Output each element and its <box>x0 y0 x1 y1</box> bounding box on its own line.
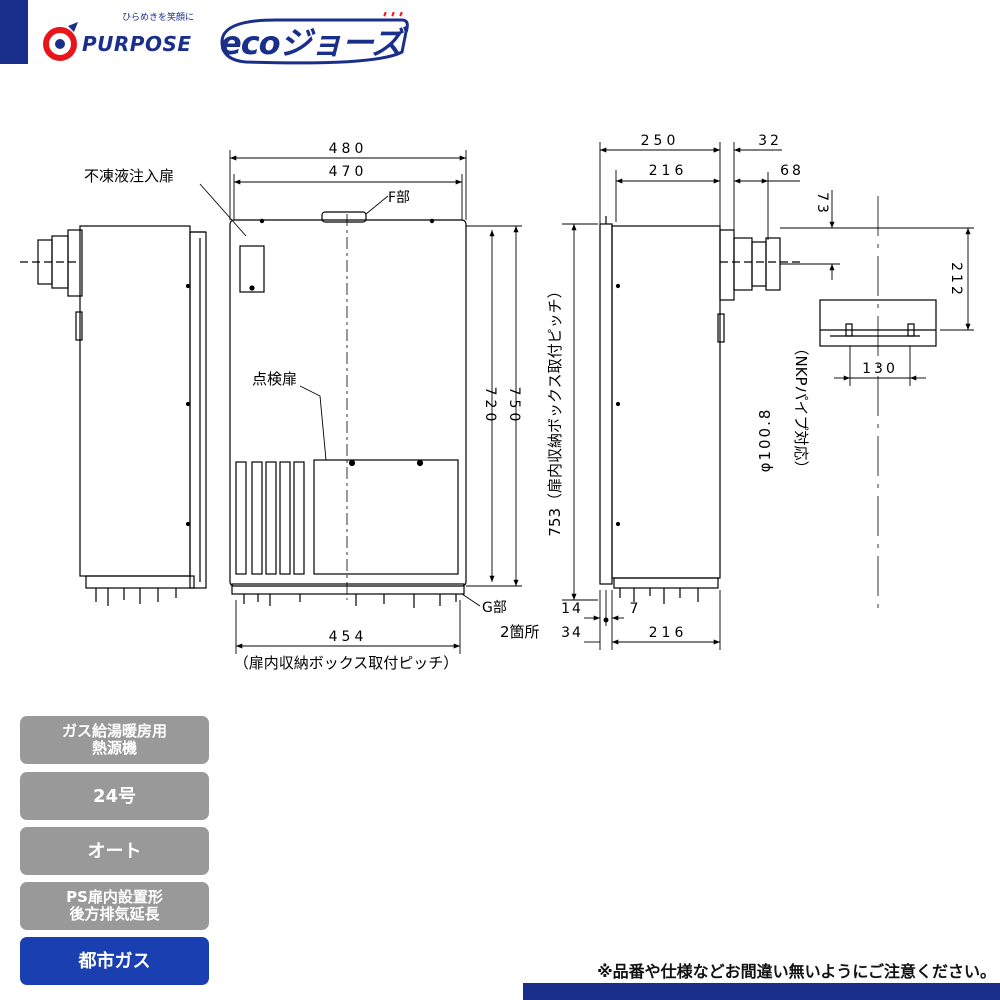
eco-swoosh-icon <box>220 12 409 65</box>
brand-tagline: ひらめきを笑顔に <box>122 13 195 23</box>
label-antifreeze-door: 不凍液注入扉 <box>84 167 174 185</box>
tag-installation-line2: 後方排気延長 <box>69 905 160 923</box>
side-dimensions <box>562 142 974 650</box>
front-view <box>229 211 467 608</box>
left-side-view <box>20 225 207 606</box>
tag-function: オート <box>20 827 209 875</box>
label-box-pitch: （扉内収納ボックス取付ピッチ） <box>234 654 459 672</box>
label-g-part: G部 <box>482 600 507 616</box>
tag-installation: PS扉内設置形 後方排気延長 <box>20 882 209 930</box>
tag-installation-line1: PS扉内設置形 <box>66 888 163 906</box>
right-side-view <box>599 196 937 610</box>
dim-216-top: 216 <box>649 163 688 179</box>
dim-216-bottom: 216 <box>649 625 688 641</box>
dim-32: 32 <box>758 133 782 149</box>
label-pipe-note: （NKPパイプ対応） <box>792 340 810 475</box>
dim-470: 470 <box>329 164 368 180</box>
label-box-pitch-vertical: 753（扉内収納ボックス取付ピッチ） <box>546 283 564 536</box>
tag-product-type-line2: 熱源機 <box>91 739 137 757</box>
front-dimensions <box>199 150 522 654</box>
eco-jozu-logo: ecoジョーズ <box>216 12 416 72</box>
series-logo-text: ecoジョーズ <box>220 24 403 62</box>
brand-logo: ひらめきを笑顔に PURPOSE <box>38 8 208 68</box>
tag-product-type: ガス給湯暖房用 熱源機 <box>20 716 209 764</box>
technical-drawing: 480 470 不凍液注入扉 F部 点検扉 720 750 G部 454 （扉内… <box>20 133 974 672</box>
tag-gas-type: 都市ガス <box>20 937 209 985</box>
dim-720: 720 <box>482 387 498 426</box>
tag-capacity: 24号 <box>20 772 209 820</box>
dim-130: 130 <box>862 361 898 377</box>
dim-68: 68 <box>780 163 804 179</box>
label-f-part: F部 <box>388 190 410 206</box>
caution-notice: ※品番や仕様などお間違い無いようにご注意ください。 <box>597 962 996 981</box>
dim-454: 454 <box>329 629 368 645</box>
dim-212: 212 <box>948 262 964 298</box>
label-pipe-diameter: φ100.8 <box>756 408 774 473</box>
bottom-accent-bar <box>523 983 1000 1000</box>
dim-250: 250 <box>641 133 680 149</box>
purpose-logo-icon <box>43 22 78 61</box>
corner-accent-bar <box>0 0 28 64</box>
dim-750: 750 <box>506 387 522 426</box>
tag-function-label: オート <box>87 840 142 862</box>
dim-480: 480 <box>329 141 368 157</box>
dim-14: 14 <box>561 601 583 617</box>
dim-7: 7 <box>630 601 639 617</box>
dim-73: 73 <box>814 192 830 216</box>
tag-capacity-label: 24号 <box>92 785 137 807</box>
label-two-places: 2箇所 <box>500 623 540 641</box>
tag-gas-type-label: 都市ガス <box>78 950 151 972</box>
tag-product-type-line1: ガス給湯暖房用 <box>61 722 167 740</box>
dim-34: 34 <box>561 625 583 641</box>
brand-name: PURPOSE <box>82 32 192 56</box>
label-inspection-door: 点検扉 <box>252 370 297 388</box>
